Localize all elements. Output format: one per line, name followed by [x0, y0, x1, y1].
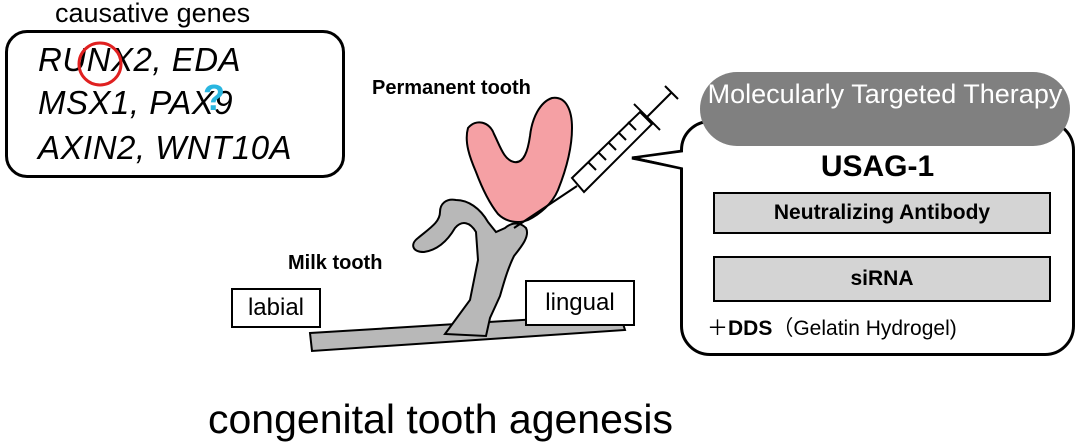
footer-title: congenital tooth agenesis: [208, 396, 674, 442]
milk-tooth-label: Milk tooth: [288, 252, 383, 274]
permanent-tooth-label: Permanent tooth: [372, 77, 531, 99]
syringe: [513, 85, 679, 229]
milk-tooth: [412, 198, 528, 338]
sirna-bar: siRNA: [713, 256, 1051, 302]
gene-line-2: MSX1, PAX9: [38, 84, 234, 121]
permanent-tooth: [465, 96, 574, 223]
red-circle-mark: [77, 41, 123, 87]
question-mark: ?: [203, 77, 225, 118]
target-label: USAG-1: [820, 150, 935, 183]
gene-line-1: RUNX2, EDA: [38, 41, 242, 78]
gene-marks: [77, 41, 123, 87]
dds-detail: （Gelatin Hydrogel): [772, 317, 957, 340]
dds-line: ＋DDS（Gelatin Hydrogel): [707, 312, 957, 342]
neutralizing-antibody-bar: Neutralizing Antibody: [713, 192, 1051, 234]
gene-line-3: AXIN2, WNT10A: [38, 129, 293, 166]
causative-genes-title: causative genes: [55, 0, 251, 28]
labial-label: labial: [231, 288, 321, 328]
causative-genes-box: RUNX2, EDA MSX1, PAX9 AXIN2, WNT10A: [5, 30, 345, 178]
therapy-header: Molecularly Targeted Therapy: [700, 72, 1070, 146]
lingual-label: lingual: [525, 280, 635, 326]
dds-bold: DDS: [728, 317, 773, 340]
dds-prefix: ＋: [707, 317, 728, 340]
